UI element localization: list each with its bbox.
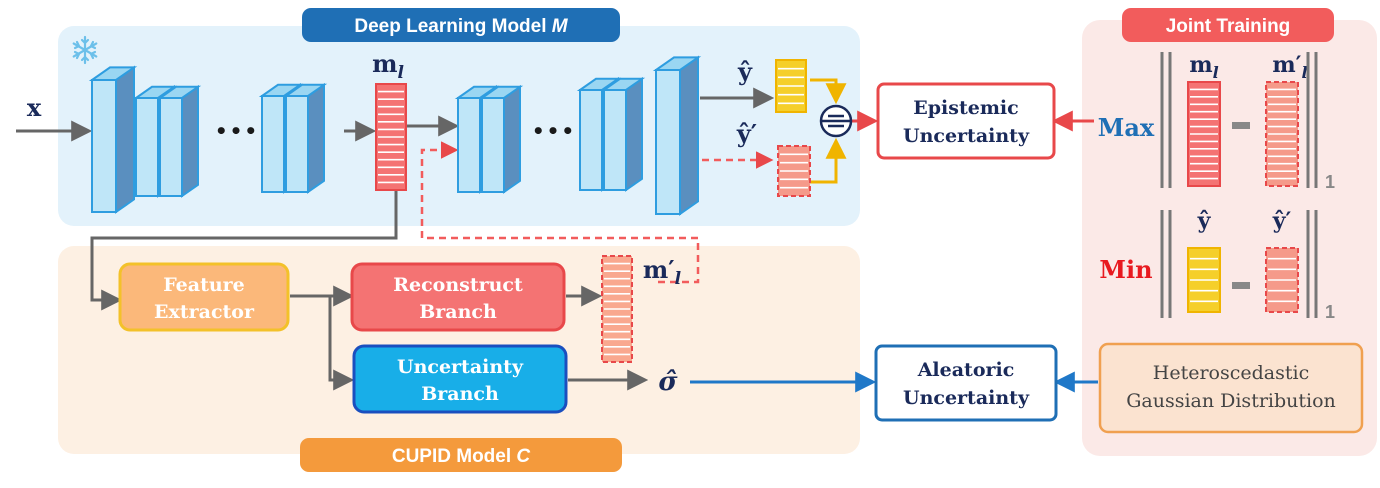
y-hat-prime-label: ŷ′: [736, 119, 757, 148]
min-label: Min: [1099, 255, 1152, 284]
layer-slab: [652, 55, 702, 216]
heteroscedastic-line1: Heteroscedastic: [1153, 362, 1309, 384]
svg-text:Deep Learning Model M: Deep Learning Model M: [354, 16, 568, 37]
m-prime-sub: l: [675, 269, 682, 289]
m-prime-feature-vector: [601, 255, 633, 363]
min-objective: Min ŷ ŷ′ 1: [1099, 208, 1335, 322]
network-layers: [88, 55, 702, 216]
svg-text:CUPID Model C: CUPID Model C: [392, 446, 531, 467]
ml-sub: l: [397, 63, 404, 83]
y-hat-vector: [775, 59, 807, 113]
arrow-to-uncertainty-branch: [328, 296, 355, 391]
joint-m-prime-label: m′l: [1272, 52, 1307, 82]
joint-training-title: Joint Training: [1166, 16, 1291, 37]
joint-m-prime-base: m′: [1272, 52, 1301, 78]
max-objective: Max ml m′l 1: [1098, 52, 1335, 192]
joint-y-hat-vector: [1187, 247, 1221, 313]
heteroscedastic-line2: Gaussian Distribution: [1126, 390, 1336, 412]
y-hat-label: ŷ: [737, 57, 753, 86]
ellipsis-right: •••: [532, 119, 576, 143]
joint-y-hat-label: ŷ: [1197, 208, 1212, 234]
joint-training-pill: Joint Training: [1122, 8, 1334, 42]
uncertainty-branch-line1: Uncertainty: [397, 356, 524, 378]
deep-learning-model-pill: Deep Learning Model M: [302, 8, 620, 42]
joint-m-prime-sub: l: [1302, 63, 1308, 82]
joint-ml-label: ml: [1189, 52, 1218, 82]
yellow-arrow-top: [810, 78, 847, 105]
ml-base: m: [372, 49, 397, 78]
arrow-m-prime-to-layers: [420, 141, 459, 238]
ml-label: ml: [372, 49, 404, 83]
m-prime-base: m′: [643, 255, 675, 284]
joint-ml-sub: l: [1213, 63, 1219, 82]
ml-feature-vector: [375, 83, 407, 191]
feature-vectors: [375, 59, 1299, 363]
sigma-hat-label: σ̂: [658, 367, 678, 397]
reconstruct-branch-box: Reconstruct Branch: [350, 262, 566, 332]
model-m-title: Deep Learning Model: [354, 16, 551, 37]
aleatoric-line2: Uncertainty: [903, 387, 1030, 409]
epistemic-line1: Epistemic: [913, 97, 1018, 119]
cupid-model-variable: C: [516, 446, 530, 467]
snowflake-icon: [72, 35, 98, 65]
max-minus-sign: [1232, 122, 1250, 129]
layer-slab: [600, 76, 646, 192]
ellipsis-left: •••: [215, 119, 259, 143]
heteroscedastic-gaussian-box: Heteroscedastic Gaussian Distribution: [1098, 342, 1364, 434]
epistemic-line2: Uncertainty: [903, 125, 1030, 147]
min-norm-subscript: 1: [1325, 302, 1335, 322]
arrow-ml-to-feature-extractor: [90, 190, 398, 311]
y-hat-prime-vector: [777, 145, 811, 197]
joint-ml-base: m: [1189, 52, 1212, 78]
joint-y-hat-prime-label: ŷ′: [1272, 208, 1292, 234]
ensemble-compare-icon: [819, 104, 853, 138]
epistemic-uncertainty-box: Epistemic Uncertainty: [876, 82, 1056, 160]
feature-extractor-line2: Extractor: [154, 301, 255, 323]
cupid-model-title: CUPID Model: [392, 446, 517, 467]
feature-extractor-line1: Feature: [163, 274, 245, 296]
reconstruct-branch-line1: Reconstruct: [393, 274, 523, 296]
aleatoric-uncertainty-box: Aleatoric Uncertainty: [874, 344, 1058, 422]
dashed-loop-from-m-prime: [422, 236, 700, 284]
joint-m-prime-vector: [1265, 81, 1299, 187]
max-norm-subscript: 1: [1325, 172, 1335, 192]
uncertainty-branch-line2: Branch: [421, 383, 499, 405]
feature-extractor-box: Feature Extractor: [118, 262, 290, 332]
aleatoric-line1: Aleatoric: [917, 359, 1015, 381]
cupid-model-pill: CUPID Model C: [300, 438, 622, 472]
uncertainty-branch-box: Uncertainty Branch: [352, 344, 568, 414]
joint-ml-vector: [1187, 81, 1221, 187]
reconstruct-branch-line2: Branch: [419, 301, 497, 323]
model-m-variable: M: [552, 16, 569, 37]
max-label: Max: [1098, 113, 1155, 142]
input-x-label: x: [27, 93, 42, 122]
layer-slab: [282, 82, 328, 194]
layer-slab: [478, 84, 524, 194]
min-minus-sign: [1232, 282, 1250, 289]
layer-slab: [156, 84, 202, 198]
joint-y-hat-prime-vector: [1265, 247, 1299, 313]
yellow-arrow-bottom: [810, 137, 847, 184]
layer-slab: [88, 65, 138, 214]
m-prime-label: m′l: [643, 255, 682, 289]
